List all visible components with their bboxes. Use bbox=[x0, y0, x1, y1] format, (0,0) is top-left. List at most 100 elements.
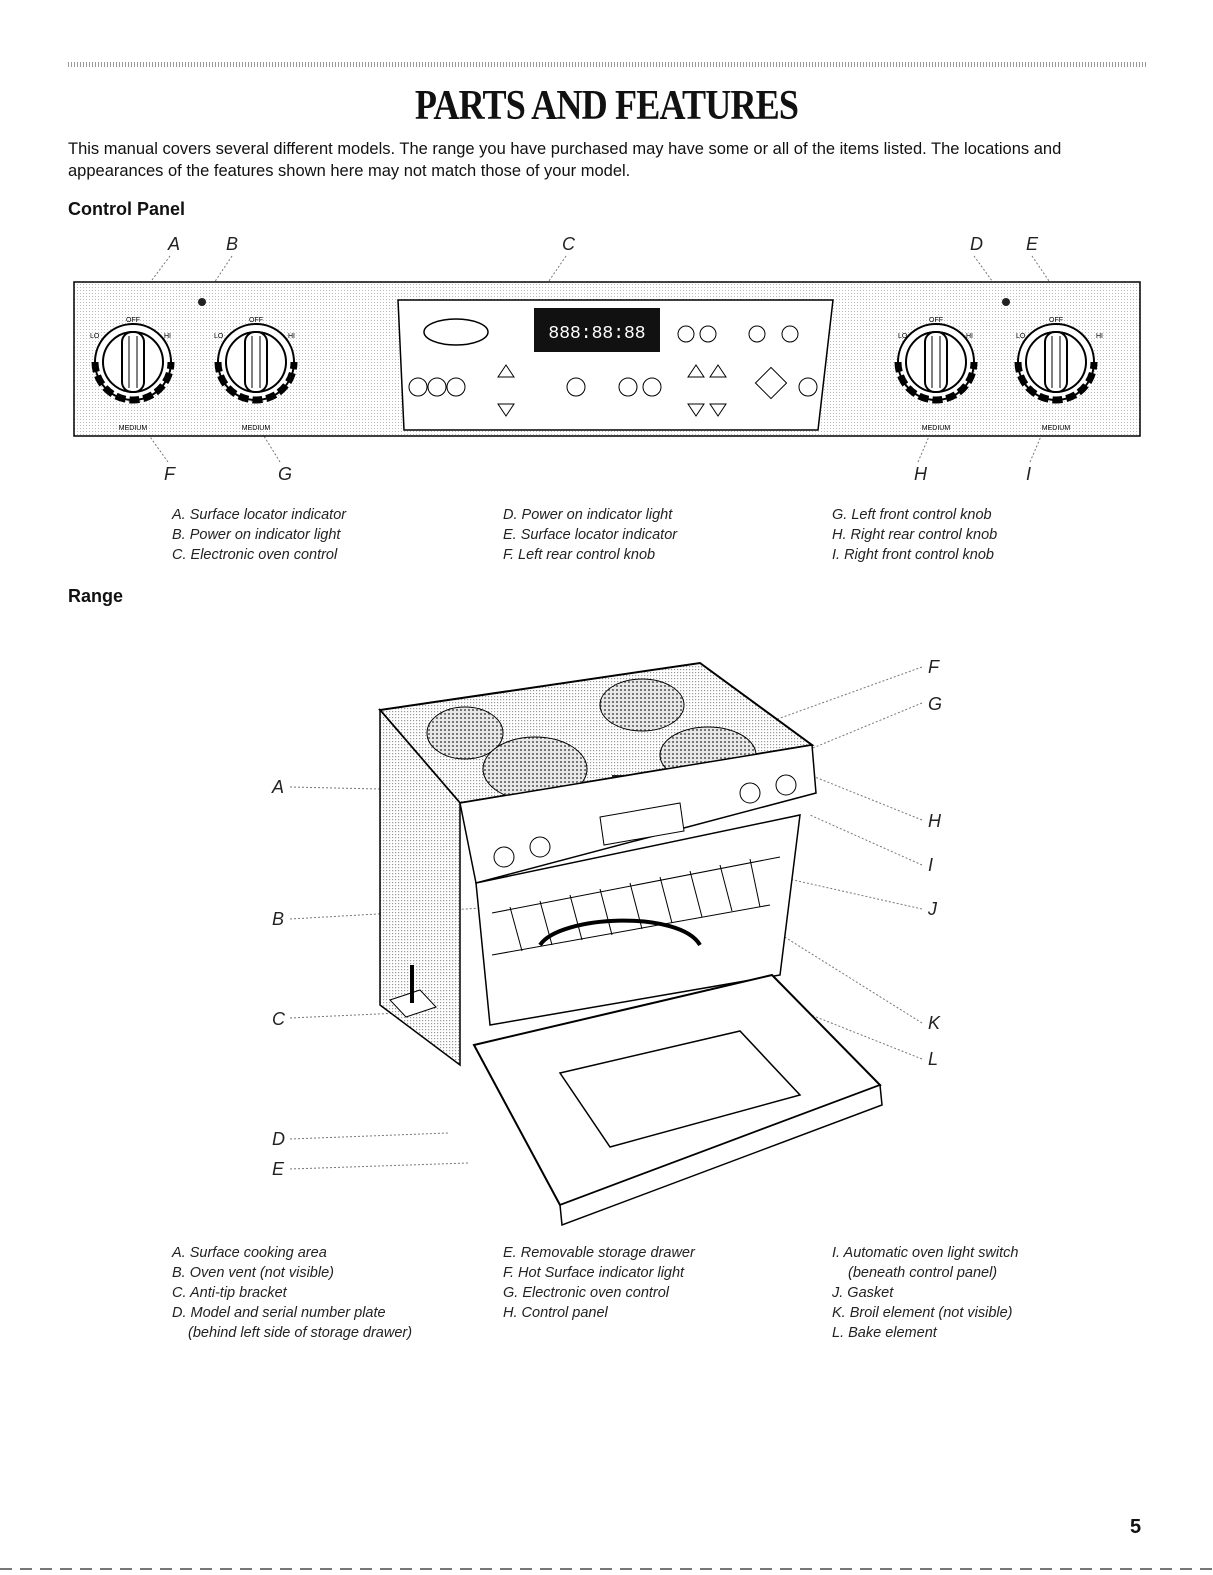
brand-logo bbox=[423, 318, 489, 346]
legend-item: G. Electronic oven control bbox=[503, 1285, 670, 1301]
storage-drawer[interactable] bbox=[559, 1083, 883, 1227]
callout-h: H bbox=[914, 464, 928, 484]
range-legend-col1: A. Surface cooking area B. Oven vent (no… bbox=[172, 1243, 412, 1343]
svg-text:MEDIUM: MEDIUM bbox=[922, 425, 951, 432]
range-heading: Range bbox=[68, 586, 124, 606]
cook-time-button[interactable] bbox=[618, 377, 638, 397]
oven-door-window bbox=[558, 1030, 802, 1148]
min-down-arrow[interactable] bbox=[709, 403, 727, 417]
legend-item: G. Left front control knob bbox=[832, 507, 992, 523]
range-knob[interactable] bbox=[739, 782, 761, 804]
hour-down-arrow[interactable] bbox=[687, 403, 705, 417]
range-legend-col3: I. Automatic oven light switch (beneath … bbox=[832, 1243, 1018, 1343]
oven-display bbox=[534, 308, 660, 352]
timer-set-button[interactable] bbox=[677, 325, 695, 343]
clock-button[interactable] bbox=[748, 325, 766, 343]
range-callout-g: G bbox=[928, 694, 942, 714]
custom-broil-button[interactable] bbox=[446, 377, 466, 397]
auto-clean-button[interactable] bbox=[566, 377, 586, 397]
range-callout-a: A bbox=[271, 777, 284, 797]
legend-item: I. Right front control knob bbox=[832, 547, 994, 563]
range-callout-f: F bbox=[928, 657, 940, 677]
timer-off-button[interactable] bbox=[699, 325, 717, 343]
range-knob[interactable] bbox=[529, 836, 551, 858]
bake-button[interactable] bbox=[427, 377, 447, 397]
range-callout-c: C bbox=[272, 1009, 286, 1029]
legend-item: E. Surface locator indicator bbox=[503, 527, 678, 543]
svg-text:LO: LO bbox=[214, 333, 224, 340]
range-callout-l: L bbox=[928, 1049, 938, 1069]
range-body bbox=[378, 661, 883, 1227]
min-up-arrow[interactable] bbox=[709, 364, 727, 378]
svg-text:OFF: OFF bbox=[1049, 317, 1063, 324]
display-readout: 888:88:88 bbox=[548, 324, 645, 344]
range-oven-control-display bbox=[599, 802, 685, 846]
legend-item: B. Oven vent (not visible) bbox=[172, 1265, 334, 1281]
electronic-oven-control: 888:88:88 bbox=[397, 299, 834, 431]
svg-text:LO: LO bbox=[1016, 333, 1026, 340]
cancel-button[interactable] bbox=[798, 377, 818, 397]
legend-item: H. Control panel bbox=[503, 1305, 608, 1321]
svg-text:LO: LO bbox=[90, 333, 100, 340]
oven-light-button[interactable] bbox=[781, 325, 799, 343]
range-side-panel bbox=[379, 707, 461, 1067]
svg-text:LO: LO bbox=[898, 333, 908, 340]
legend-item: K. Broil element (not visible) bbox=[832, 1305, 1013, 1321]
bottom-rule bbox=[0, 1568, 1213, 1570]
svg-text:HI: HI bbox=[288, 333, 295, 340]
range-legend-col2: E. Removable storage drawer F. Hot Surfa… bbox=[503, 1243, 695, 1323]
legend-item: D. Model and serial number plate (behind… bbox=[172, 1303, 412, 1343]
top-rule bbox=[68, 62, 1146, 67]
svg-text:MEDIUM: MEDIUM bbox=[119, 425, 148, 432]
stop-time-button[interactable] bbox=[642, 377, 662, 397]
page-title: PARTS AND FEATURES bbox=[414, 83, 799, 129]
legend-item: A. Surface cooking area bbox=[172, 1245, 327, 1261]
hour-up-arrow[interactable] bbox=[687, 364, 705, 378]
svg-text:HI: HI bbox=[1096, 333, 1103, 340]
control-panel-legend-col1: A. Surface locator indicator B. Power on… bbox=[172, 505, 346, 565]
oven-rack bbox=[491, 856, 781, 956]
left-rear-knob[interactable]: OFF LO HI MEDIUM bbox=[90, 317, 171, 432]
range-callout-h: H bbox=[928, 811, 942, 831]
legend-item: D. Power on indicator light bbox=[503, 507, 673, 523]
callout-a: A bbox=[167, 234, 180, 254]
legend-item-continuation: (beneath control panel) bbox=[848, 1265, 998, 1281]
control-panel-legend-col3: G. Left front control knob H. Right rear… bbox=[832, 505, 997, 565]
legend-item: J. Gasket bbox=[832, 1285, 894, 1301]
range-callout-j: J bbox=[927, 899, 938, 919]
left-front-knob[interactable]: OFF LO HI MEDIUM bbox=[214, 317, 295, 432]
intro-paragraph: This manual covers several different mod… bbox=[68, 140, 1062, 180]
range-callout-b: B bbox=[272, 909, 284, 929]
svg-text:MEDIUM: MEDIUM bbox=[242, 425, 271, 432]
bake-element bbox=[538, 918, 702, 947]
range-callout-e: E bbox=[272, 1159, 285, 1179]
range-knob[interactable] bbox=[775, 774, 797, 796]
right-rear-knob[interactable]: OFF LO HI MEDIUM bbox=[898, 317, 974, 432]
svg-text:HI: HI bbox=[164, 333, 171, 340]
legend-item: A. Surface locator indicator bbox=[172, 507, 347, 523]
start-button[interactable] bbox=[754, 366, 788, 400]
right-front-knob[interactable]: OFF LO HI MEDIUM bbox=[1016, 317, 1103, 432]
callout-i: I bbox=[1026, 464, 1031, 484]
control-panel-legend-col2: D. Power on indicator light E. Surface l… bbox=[503, 505, 677, 565]
svg-text:OFF: OFF bbox=[249, 317, 263, 324]
temp-down-arrow[interactable] bbox=[497, 403, 515, 417]
legend-item: I. Automatic oven light switch (beneath … bbox=[832, 1243, 1018, 1283]
surface-burner-left-rear bbox=[426, 706, 504, 760]
range-diagram: A B C D E F G H I J K L bbox=[271, 657, 942, 1227]
range-knob[interactable] bbox=[493, 846, 515, 868]
legend-item: L. Bake element bbox=[832, 1325, 937, 1341]
legend-item: C. Electronic oven control bbox=[172, 547, 338, 563]
svg-text:OFF: OFF bbox=[126, 317, 140, 324]
callout-b: B bbox=[226, 234, 238, 254]
temp-up-arrow[interactable] bbox=[497, 364, 515, 378]
legend-item: H. Right rear control knob bbox=[832, 527, 998, 543]
callout-g: G bbox=[278, 464, 292, 484]
callout-c: C bbox=[562, 234, 576, 254]
convect-button[interactable] bbox=[408, 377, 428, 397]
legend-item: B. Power on indicator light bbox=[172, 527, 341, 543]
power-on-indicator-light-right bbox=[1002, 298, 1010, 306]
legend-item-continuation: (behind left side of storage drawer) bbox=[188, 1325, 413, 1341]
surface-burner-right-rear bbox=[599, 678, 685, 732]
legend-item: E. Removable storage drawer bbox=[503, 1245, 695, 1261]
